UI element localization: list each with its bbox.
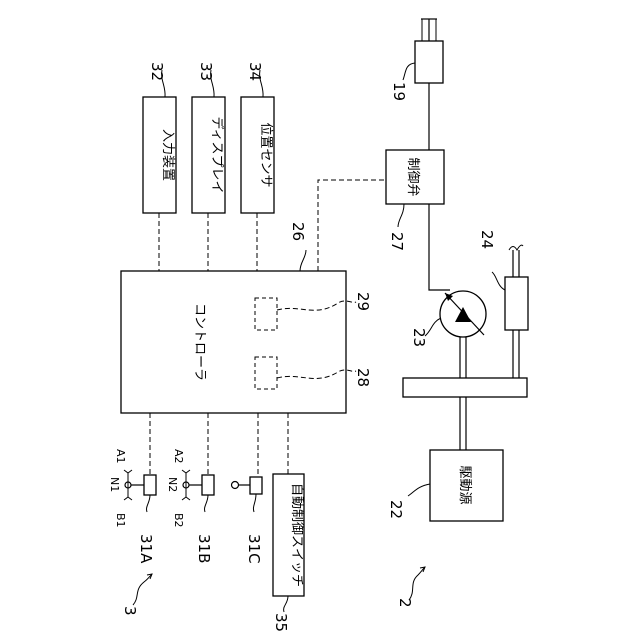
memory-29 [255,298,277,330]
ref-31c: 31C [245,534,263,564]
pump-23 [440,291,486,337]
drive-source-block: 駆動源 [430,450,503,521]
ref-22: 22 [387,500,405,519]
auto-control-switch-block: 自動制御スイッチ [273,474,304,596]
leader-31b [205,495,208,512]
ref-2: 2 [396,598,414,608]
ref-31b: 31B [195,534,213,563]
ref-29: 29 [354,292,372,311]
transmission-block [403,378,527,397]
ref-27: 27 [388,232,406,251]
position-sensor-label: 位置センサ [258,122,273,187]
label-b2: B2 [172,513,185,528]
actuator-19 [415,19,443,83]
label-n1: N1 [108,477,121,492]
lever-31b [182,470,214,500]
ref-26: 26 [289,222,307,241]
lever-31c [232,477,263,494]
leader-27 [398,204,404,227]
ref-35: 35 [272,613,290,632]
label-a1: A1 [114,449,127,464]
input-device-label: 入力装置 [160,129,175,181]
display-label: ディスプレイ [209,116,225,193]
ref-23: 23 [410,328,428,347]
ref-19: 19 [390,82,408,101]
link-control-valve [318,180,386,271]
drive-source-label: 駆動源 [457,465,472,504]
leader-31c [253,494,256,512]
ref-31a: 31A [137,534,155,564]
label-b1: B1 [114,513,127,528]
control-valve-label: 制御弁 [405,157,420,196]
leader-26 [300,250,306,271]
ref-32: 32 [148,62,166,81]
leader-35 [284,596,288,612]
leader-31a [147,495,150,512]
label-n2: N2 [166,477,179,492]
controller-block: コントローラ [121,271,346,413]
display-block: ディスプレイ [192,97,225,213]
label-a2: A2 [172,449,185,464]
ref-3: 3 [121,606,139,616]
leader-2 [409,567,425,600]
controller-label: コントローラ [192,303,207,381]
hydraulic-line-pump [429,204,450,290]
ref-34: 34 [246,62,264,81]
leader-24 [492,272,505,290]
leader-3 [133,574,152,605]
auto-switch-label: 自動制御スイッチ [289,483,304,587]
ref-28: 28 [354,368,372,387]
position-sensor-block: 位置センサ [241,97,274,213]
component-24 [505,245,528,378]
ref-24: 24 [478,230,496,249]
leader-19 [403,63,415,80]
leader-22 [408,484,430,496]
memory-28 [255,357,277,389]
lever-31a [124,470,156,500]
ref-33: 33 [197,62,215,81]
input-device-block: 入力装置 [143,97,176,213]
control-valve-block: 制御弁 [386,150,444,204]
